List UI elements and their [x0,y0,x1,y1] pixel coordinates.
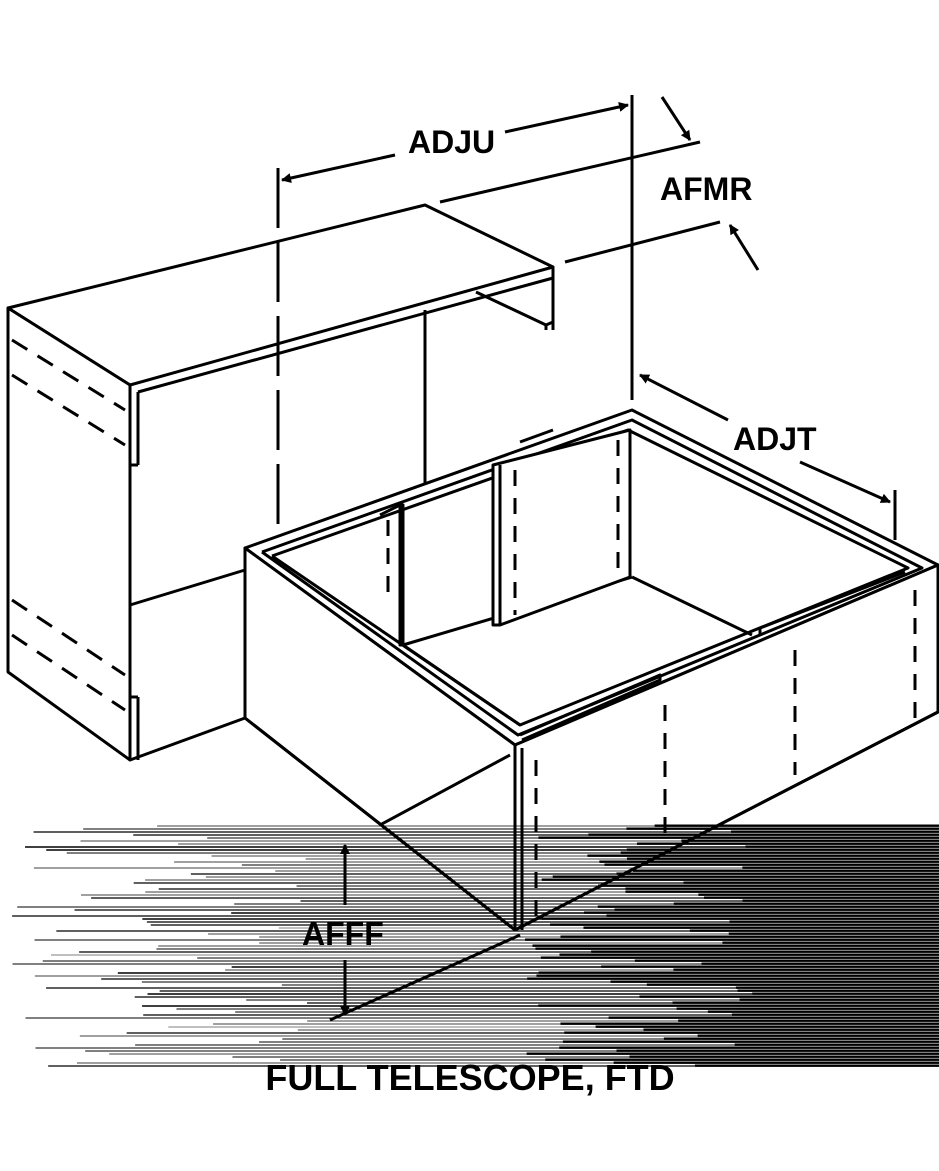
noise-solid [632,869,939,872]
noise-solid [643,1028,939,1031]
noise-solid [595,1025,939,1028]
outer-cover [6,203,555,762]
noise-solid [703,896,939,899]
noise-solid [559,1046,939,1049]
scan-noise-band [12,824,939,1067]
noise-solid [701,962,939,965]
noise-solid [538,1004,939,1007]
noise-solid [620,851,939,854]
label-afmr: AFMR [660,171,752,207]
noise-solid [562,1040,939,1043]
noise-solid [636,842,939,845]
noise-solid [654,824,939,827]
noise-solid [728,932,939,935]
noise-solid [597,905,939,908]
noise-solid [532,944,939,947]
noise-solid [538,971,939,974]
noise-solid [694,1064,939,1067]
diagram-caption: FULL TELESCOPE, FTD [265,1057,674,1098]
noise-solid [673,902,939,905]
noise-solid [697,1034,939,1037]
noise-solid [610,980,939,983]
noise-solid [584,911,939,914]
noise-solid [729,920,939,923]
noise-solid [678,1019,939,1022]
noise-solid [689,929,939,932]
noise-solid [583,926,939,929]
noise-solid [606,914,939,917]
noise-solid [545,1058,939,1061]
noise-solid [564,1031,939,1034]
noise-solid [541,878,939,881]
noise-solid [526,1052,939,1055]
noise-solid [739,998,939,1001]
noise-solid [535,947,939,950]
noise-solid [722,941,939,944]
noise-solid [625,887,939,890]
noise-solid [541,917,939,920]
noise-solid [613,1061,939,1064]
noise-solid [601,965,939,968]
noise-solid [634,959,939,962]
dimension-afmr [439,96,760,271]
noise-solid [683,881,939,884]
noise-solid [587,854,939,857]
noise-solid [745,845,939,848]
noise-solid [752,992,939,995]
noise-solid [676,1007,939,1010]
noise-solid [536,974,939,977]
noise-solid [625,890,939,893]
noise-solid [673,968,939,971]
dimension-adjt [639,373,897,540]
noise-solid [629,1055,939,1058]
noise-solid [552,875,939,878]
noise-solid [597,884,939,887]
noise-solid [626,848,939,851]
noise-solid [737,989,939,992]
noise-solid [742,899,939,902]
noise-solid [672,1001,939,1004]
noise-solid [591,950,939,953]
noise-solid [538,836,939,839]
noise-solid [698,893,939,896]
noise-solid [525,938,939,941]
noise-solid [639,995,939,998]
noise-solid [734,1043,939,1046]
label-adju: ADJU [408,124,495,160]
noise-solid [608,1016,939,1019]
noise-solid [527,977,939,980]
noise-solid [731,1013,939,1016]
noise-solid [588,833,939,836]
noise-solid [550,923,939,926]
noise-solid [560,1022,939,1025]
noise-solid [730,830,939,833]
noise-solid [735,986,939,989]
noise-solid [626,857,939,860]
noise-solid [560,935,939,938]
label-adjt: ADJT [733,421,817,457]
noise-solid [707,1010,939,1013]
noise-solid [599,860,939,863]
noise-solid [626,827,939,830]
noise-solid [616,872,939,875]
noise-solid [663,1037,939,1040]
noise-solid [540,956,939,959]
noise-solid [614,908,939,911]
noise-solid [742,866,939,869]
noise-solid [646,983,939,986]
noise-solid [616,1049,939,1052]
dimension-adju [276,95,634,525]
noise-solid [681,839,939,842]
noise-solid [559,953,939,956]
noise-solid [604,863,939,866]
